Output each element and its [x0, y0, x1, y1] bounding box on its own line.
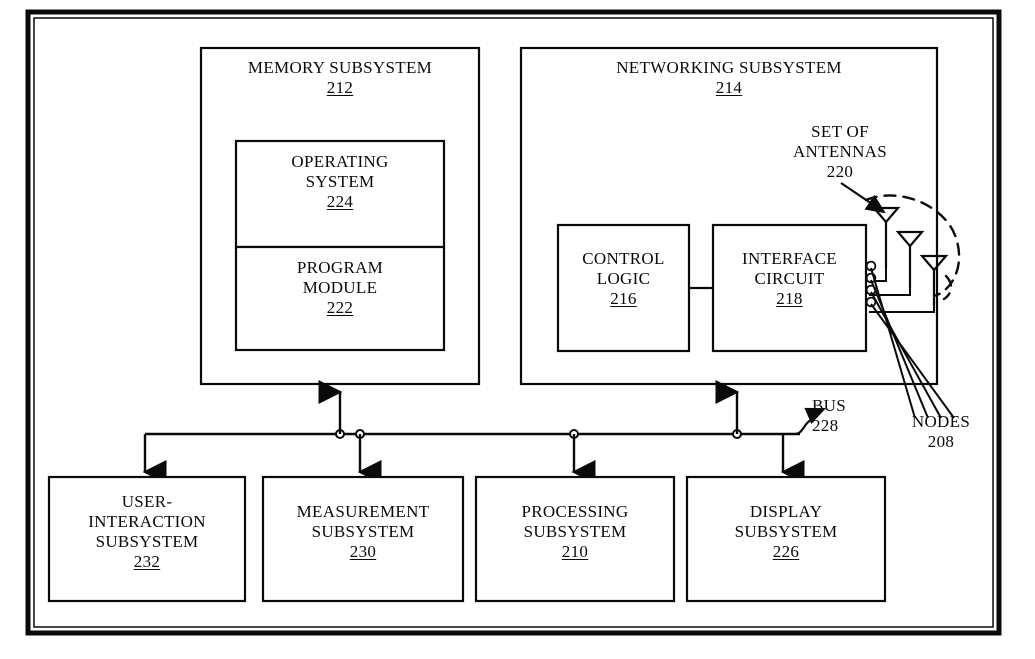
control-logic-box[interactable] [556, 223, 691, 353]
processing-subsystem-box[interactable] [474, 475, 676, 603]
set-of-antennas-ref: 220 [826, 162, 854, 182]
nodes-label: NODES [911, 412, 971, 431]
bus-ref: 228 [812, 416, 839, 436]
program-module-box[interactable] [234, 245, 446, 352]
set-of-antennas-callout: SET OF ANTENNAS 220 [750, 122, 930, 182]
antenna-symbol-2 [895, 230, 925, 288]
bus-callout: BUS 228 [812, 396, 882, 436]
bus-label: BUS [812, 396, 846, 415]
measurement-subsystem-box[interactable] [261, 475, 465, 603]
set-of-antennas-line2: ANTENNAS [792, 142, 887, 162]
antenna-group-dashed-outline [864, 194, 961, 301]
device-outer-frame [25, 9, 1002, 636]
nodes-ref: 208 [927, 432, 955, 452]
operating-system-box[interactable] [234, 139, 446, 249]
antenna-symbol-1 [871, 206, 901, 268]
device-inner-frame [33, 17, 994, 628]
set-of-antennas-line1: SET OF [811, 122, 869, 141]
user-interaction-subsystem-box[interactable] [47, 475, 247, 603]
set-of-antennas-leader [840, 182, 886, 214]
display-subsystem-box[interactable] [685, 475, 887, 603]
interface-circuit-box[interactable] [711, 223, 868, 353]
bus-leader-squiggle [794, 407, 827, 436]
nodes-callout: NODES 208 [893, 412, 989, 452]
antenna-symbol-3 [919, 254, 949, 305]
nodes-leader-lines [870, 267, 955, 419]
